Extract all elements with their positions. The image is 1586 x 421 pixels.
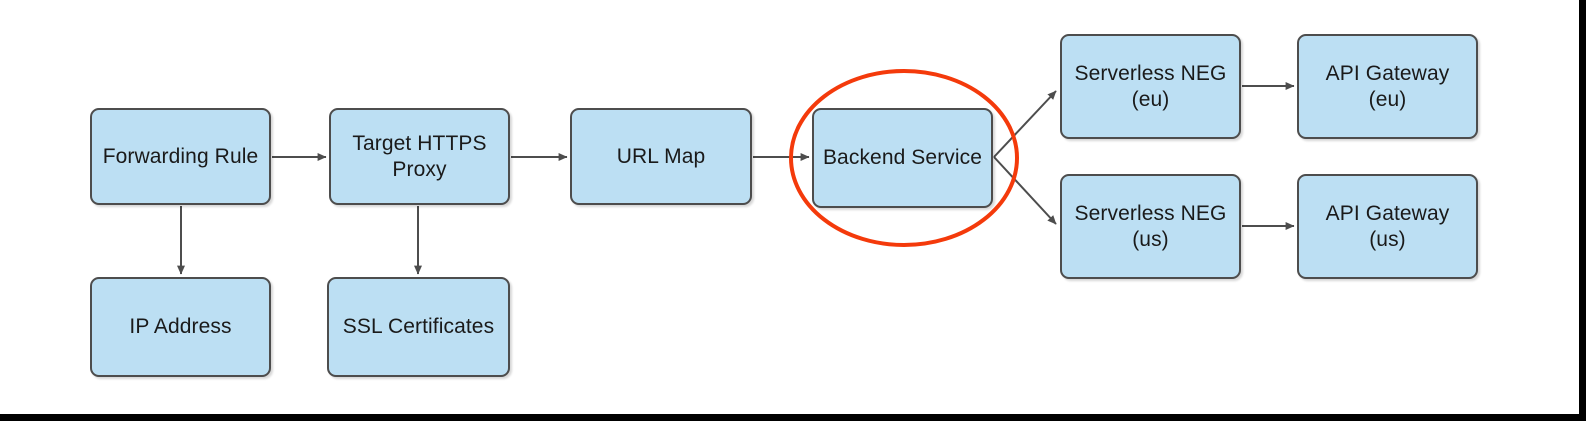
node-url-map-label: URL Map bbox=[616, 144, 706, 168]
node-target-https-proxy[interactable]: Target HTTPS Proxy bbox=[329, 108, 510, 205]
node-ip-address-label: IP Address bbox=[129, 315, 232, 339]
node-api-gateway-eu-label: API Gateway (eu) bbox=[1325, 61, 1450, 111]
node-target-https-proxy-label: Target HTTPS Proxy bbox=[352, 131, 487, 181]
connector-backend-service-to-serverless-neg-eu bbox=[993, 90, 1057, 158]
node-ssl-certificates[interactable]: SSL Certificates bbox=[327, 277, 510, 377]
node-serverless-neg-us-label: Serverless NEG (us) bbox=[1074, 201, 1227, 251]
highlight-ellipse-backend-service bbox=[789, 69, 1019, 247]
node-serverless-neg-eu-label: Serverless NEG (eu) bbox=[1074, 61, 1227, 111]
node-backend-service[interactable]: Backend Service bbox=[812, 108, 993, 208]
right-edge-bar bbox=[1579, 0, 1586, 421]
node-ip-address[interactable]: IP Address bbox=[90, 277, 271, 377]
node-serverless-neg-eu[interactable]: Serverless NEG (eu) bbox=[1060, 34, 1241, 139]
bottom-edge-bar bbox=[0, 414, 1586, 421]
node-api-gateway-us[interactable]: API Gateway (us) bbox=[1297, 174, 1478, 279]
node-api-gateway-eu[interactable]: API Gateway (eu) bbox=[1297, 34, 1478, 139]
node-serverless-neg-us[interactable]: Serverless NEG (us) bbox=[1060, 174, 1241, 279]
connector-backend-service-to-serverless-neg-us bbox=[993, 156, 1057, 225]
node-ssl-certificates-label: SSL Certificates bbox=[342, 315, 495, 339]
node-forwarding-rule[interactable]: Forwarding Rule bbox=[90, 108, 271, 205]
node-forwarding-rule-label: Forwarding Rule bbox=[102, 144, 259, 168]
node-api-gateway-us-label: API Gateway (us) bbox=[1325, 201, 1450, 251]
node-backend-service-label: Backend Service bbox=[822, 146, 983, 170]
node-url-map[interactable]: URL Map bbox=[570, 108, 752, 205]
